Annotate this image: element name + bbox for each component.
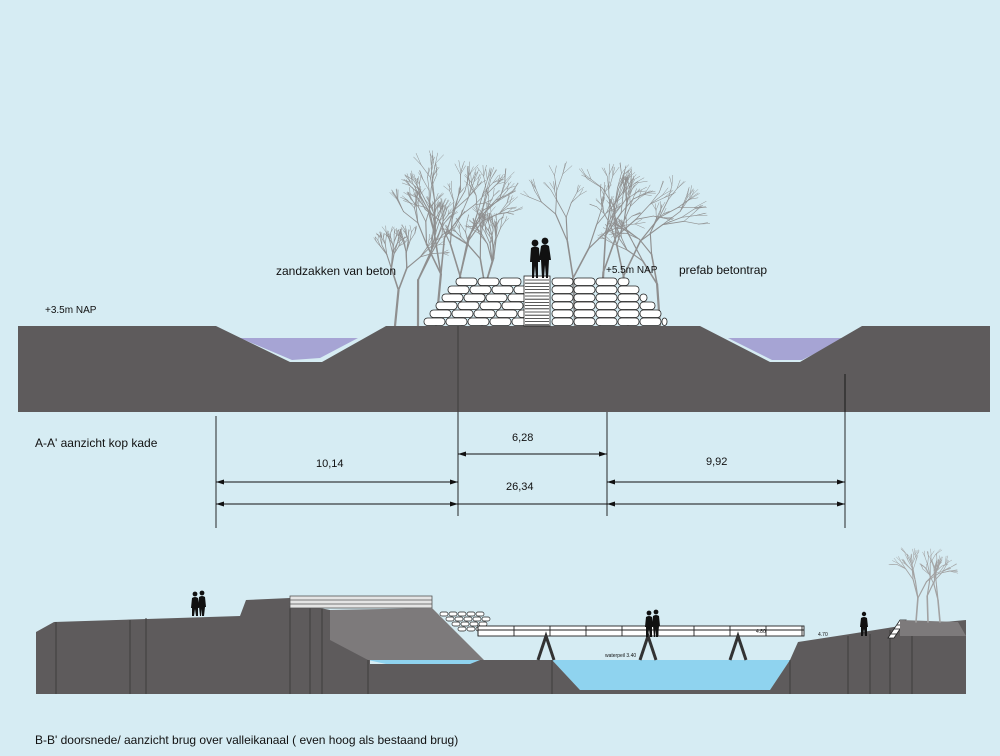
people-silhouettes-left [191,591,206,616]
water-level-label: waterpeil 3.40 [605,654,636,659]
section-b-water-canal [552,660,790,690]
section-b-tree [889,548,958,622]
dimension-total: 26,34 [506,482,534,493]
level-label-left: +3.5m NAP [45,306,96,316]
bank-level-label: 4.70 [818,633,828,638]
section-a-dimension-arrows [216,452,845,507]
section-a-caption: A-A' aanzicht kop kade [35,437,157,449]
sandbag-label: zandzakken van beton [276,265,396,277]
section-b-right-slope [900,620,966,636]
people-silhouettes-top [530,238,551,278]
section-a-ground [18,326,990,412]
level-label-right: +5.5m NAP [606,266,657,276]
section-b-water-left [368,660,480,664]
stair-label: prefab betontrap [679,264,767,276]
section-b-top-slab [290,596,432,608]
section-b-ground-left [36,616,240,694]
dimension-left: 10,14 [316,459,344,470]
dimension-middle: 6,28 [512,433,533,444]
section-b-caption: B-B' doorsnede/ aanzicht brug over valle… [35,734,458,746]
prefab-stair [524,276,550,326]
bridge-level-label: 4.80 [756,630,766,635]
dimension-right: 9,92 [706,457,727,468]
